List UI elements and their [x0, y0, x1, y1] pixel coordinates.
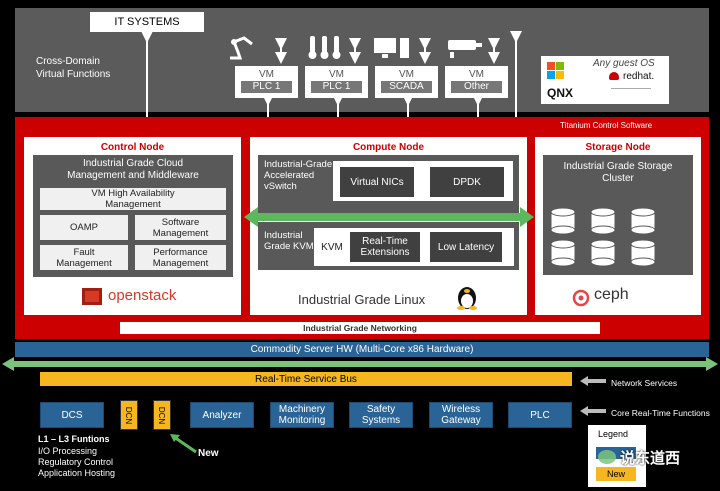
l-functions-title: L1 – L3 Funtions — [38, 434, 110, 444]
new-label: New — [198, 448, 219, 459]
vm-title: VM — [259, 69, 274, 80]
guest-os-box: Any guest OS QNX redhat. — [541, 56, 669, 104]
vswitch-label: Industrial-Grade Accelerated vSwitch — [264, 159, 333, 192]
foundation-logo — [611, 88, 651, 96]
wechat-icon — [598, 450, 616, 464]
openstack-logo: openstack — [108, 287, 177, 304]
tux-icon — [457, 287, 477, 310]
it-systems-box: IT SYSTEMS — [90, 12, 204, 32]
compute-node-title: Compute Node — [352, 142, 425, 153]
green-long-arrow — [2, 357, 718, 371]
l-function-item: I/O Processing — [38, 446, 98, 456]
titanium-label: Titanium Control Software — [560, 121, 653, 130]
vm-box-plc1-a: VM PLC 1 — [235, 66, 298, 98]
dcn-label: DCN — [124, 406, 134, 424]
computer-icon — [374, 38, 409, 58]
control-node-title: Control Node — [100, 142, 165, 153]
storage-cluster-label: Industrial Grade Storage Cluster — [563, 161, 673, 184]
thermometer-icon — [308, 36, 341, 59]
performance-mgmt-box: Performance Management — [135, 245, 226, 270]
vm-sub: Other — [451, 81, 502, 93]
dcs-box: DCS — [40, 402, 104, 428]
vm-title: VM — [399, 69, 414, 80]
kvm-text: KVM — [321, 241, 343, 253]
robot-arm-icon — [230, 36, 253, 60]
ceph-icon — [572, 289, 590, 307]
dpdk-box: DPDK — [430, 167, 504, 197]
commodity-hw-bar: Commodity Server HW (Multi-Core x86 Hard… — [15, 342, 709, 357]
windows-icon — [547, 62, 565, 80]
oamp-box: OAMP — [40, 215, 128, 240]
control-header: Industrial Grade Cloud Management and Mi… — [67, 158, 199, 181]
virtual-nics-box: Virtual NICs — [340, 167, 414, 197]
vm-title: VM — [469, 69, 484, 80]
vm-sub: SCADA — [381, 81, 432, 93]
redhat-icon — [609, 72, 619, 80]
storage-node-title: Storage Node — [585, 142, 651, 153]
wireless-gateway-box: Wireless Gateway — [429, 402, 493, 428]
vm-box-other: VM Other — [445, 66, 508, 98]
arrow-left-icon — [580, 406, 606, 416]
rt-extensions-box: Real-Time Extensions — [350, 232, 420, 262]
kvm-label: Industrial Grade KVM — [264, 230, 314, 252]
vm-ha-box: VM High Availability Management — [40, 188, 226, 210]
analyzer-box: Analyzer — [190, 402, 254, 428]
networking-bar: Industrial Grade Networking — [120, 322, 600, 334]
core-rt-label: Core Real-Time Functions — [611, 408, 710, 418]
network-services-label: Network Services — [611, 378, 678, 388]
legend-new-swatch: New — [596, 467, 636, 481]
green-double-arrow — [244, 207, 534, 227]
machinery-monitoring-box: Machinery Monitoring — [270, 402, 334, 428]
qnx-logo: QNX — [547, 86, 574, 100]
redhat-logo: redhat. — [623, 71, 655, 82]
dcn-box-a: DCN — [120, 400, 138, 430]
watermark-text: 说东道西 — [620, 450, 681, 467]
linux-label: Industrial Grade Linux — [298, 292, 426, 307]
software-mgmt-box: Software Management — [135, 215, 226, 240]
vm-box-scada: VM SCADA — [375, 66, 438, 98]
new-arrow-icon — [170, 434, 197, 454]
disk-cylinders — [550, 207, 656, 267]
low-latency-box: Low Latency — [430, 232, 502, 262]
fault-mgmt-box: Fault Management — [40, 245, 128, 270]
l-function-item: Application Hosting — [38, 468, 116, 478]
openstack-icon — [82, 288, 102, 305]
safety-systems-box: Safety Systems — [349, 402, 413, 428]
legend-box: Legend New — [588, 425, 646, 487]
rt-service-bus: Real-Time Service Bus — [40, 372, 572, 386]
dcn-box-b: DCN — [153, 400, 171, 430]
ceph-logo: ceph — [594, 286, 629, 303]
vm-sub: PLC 1 — [311, 81, 362, 93]
vm-title: VM — [329, 69, 344, 80]
arrow-left-icon — [580, 376, 606, 386]
camera-icon — [448, 40, 482, 58]
dcn-label: DCN — [157, 406, 167, 424]
vm-sub: PLC 1 — [241, 81, 292, 93]
guest-os-title: Any guest OS — [593, 58, 655, 69]
l-function-item: Regulatory Control — [38, 457, 114, 467]
plc-box: PLC — [508, 402, 572, 428]
cross-domain-label: Cross-Domain Virtual Functions — [36, 56, 111, 80]
vm-box-plc1-b: VM PLC 1 — [305, 66, 368, 98]
legend-title: Legend — [598, 429, 629, 439]
